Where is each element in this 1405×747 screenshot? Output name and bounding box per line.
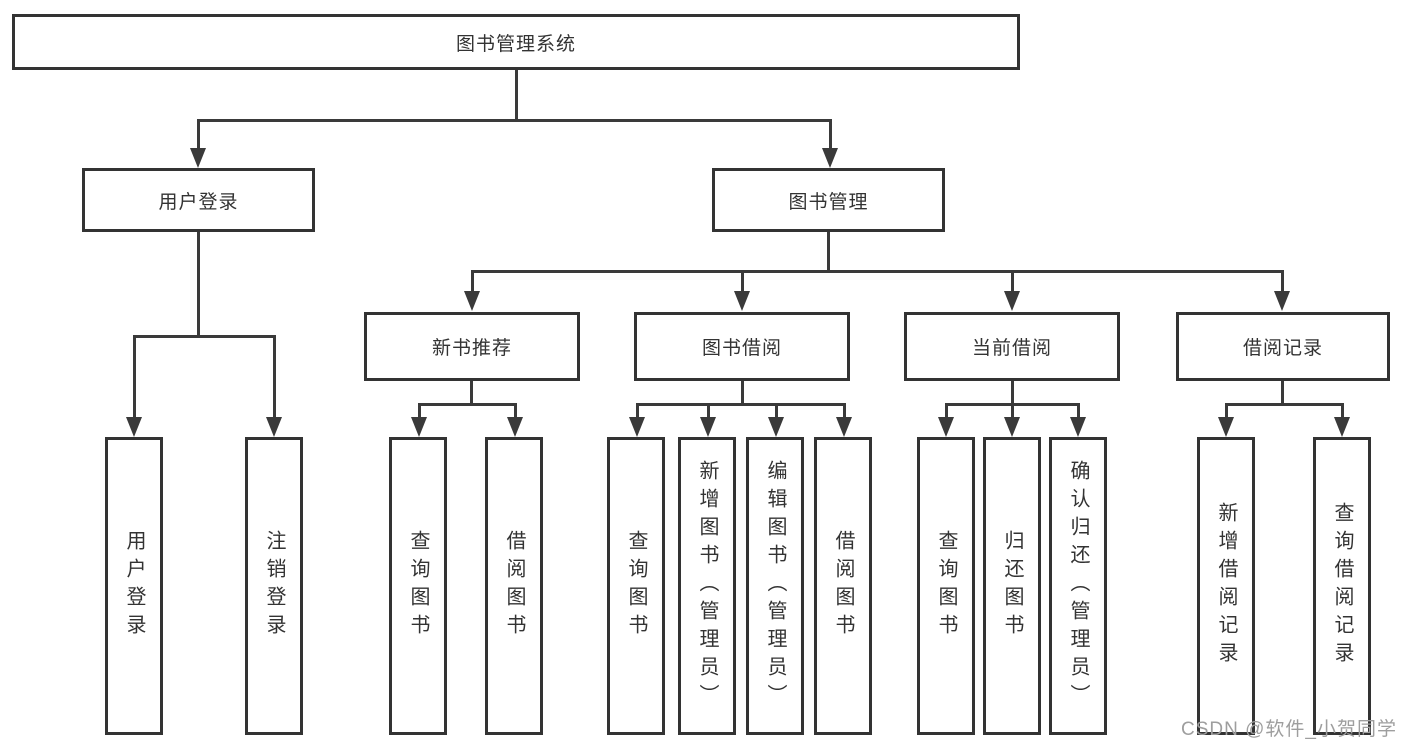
arrow-down-icon xyxy=(1004,417,1020,437)
csdn-watermark: CSDN @软件_小贺同学 xyxy=(1181,719,1397,740)
node-new-book-recommendation-label: 新书推荐 xyxy=(431,338,512,359)
connector-line xyxy=(945,403,948,420)
leaf-search-borrow-record: 查询借阅记录 xyxy=(1313,437,1371,735)
connector-line xyxy=(775,403,778,420)
node-new-book-recommendation: 新书推荐 xyxy=(364,312,580,381)
arrow-down-icon xyxy=(1274,291,1290,311)
arrow-down-icon xyxy=(1218,417,1234,437)
leaf-logout-label: 注销登录 xyxy=(263,530,285,642)
connector-line xyxy=(1281,270,1284,294)
node-root: 图书管理系统 xyxy=(12,14,1020,70)
node-book-management-label: 图书管理 xyxy=(788,191,869,213)
leaf-edit-books-admin: 编辑图书（管理员） xyxy=(746,437,804,735)
arrow-down-icon xyxy=(734,291,750,311)
leaf-add-borrow-record-label: 新增借阅记录 xyxy=(1215,502,1237,670)
arrow-down-icon xyxy=(1070,417,1086,437)
leaf-borrow-books-recommend-label: 借阅图书 xyxy=(503,530,525,642)
connector-line xyxy=(843,403,846,420)
connector-line xyxy=(636,403,639,420)
connector-line xyxy=(514,403,517,420)
connector-line xyxy=(197,119,832,122)
leaf-borrow-books-recommend: 借阅图书 xyxy=(485,437,543,735)
connector-line xyxy=(197,119,200,151)
arrow-down-icon xyxy=(836,417,852,437)
connector-line xyxy=(273,335,276,420)
arrow-down-icon xyxy=(507,417,523,437)
node-user-login: 用户登录 xyxy=(82,168,315,232)
connector-line xyxy=(471,270,474,294)
connector-line xyxy=(741,270,744,294)
connector-line xyxy=(1225,403,1344,406)
node-root-label: 图书管理系统 xyxy=(455,33,576,55)
connector-line xyxy=(133,335,136,420)
leaf-user-login: 用户登录 xyxy=(105,437,163,735)
arrow-down-icon xyxy=(700,417,716,437)
leaf-confirm-return-admin: 确认归还（管理员） xyxy=(1049,437,1107,735)
leaf-user-login-label: 用户登录 xyxy=(123,530,145,642)
leaf-search-books-current: 查询图书 xyxy=(917,437,975,735)
leaf-search-books-recommend-label: 查询图书 xyxy=(407,530,429,642)
arrow-down-icon xyxy=(411,417,427,437)
arrow-down-icon xyxy=(1334,417,1350,437)
connector-line xyxy=(827,232,830,273)
node-current-borrowing: 当前借阅 xyxy=(904,312,1120,381)
connector-line xyxy=(829,119,832,151)
connector-line xyxy=(471,270,1284,273)
arrow-down-icon xyxy=(822,148,838,168)
arrow-down-icon xyxy=(768,417,784,437)
node-current-borrowing-label: 当前借阅 xyxy=(971,338,1052,359)
connector-line xyxy=(1077,403,1080,420)
connector-line xyxy=(515,70,518,120)
leaf-borrow-books-borrowing: 借阅图书 xyxy=(814,437,872,735)
connector-line xyxy=(418,403,517,406)
connector-line xyxy=(133,335,276,338)
leaf-add-books-admin: 新增图书（管理员） xyxy=(678,437,736,735)
arrow-down-icon xyxy=(629,417,645,437)
connector-line xyxy=(707,403,710,420)
leaf-search-books-borrowing-label: 查询图书 xyxy=(625,530,647,642)
arrow-down-icon xyxy=(190,148,206,168)
node-borrowing-records-label: 借阅记录 xyxy=(1242,338,1323,359)
leaf-confirm-return-admin-label: 确认归还（管理员） xyxy=(1067,460,1089,712)
node-book-borrowing: 图书借阅 xyxy=(634,312,850,381)
leaf-edit-books-admin-label: 编辑图书（管理员） xyxy=(764,460,786,712)
leaf-search-books-recommend: 查询图书 xyxy=(389,437,447,735)
arrow-down-icon xyxy=(464,291,480,311)
leaf-return-books: 归还图书 xyxy=(983,437,1041,735)
leaf-add-borrow-record: 新增借阅记录 xyxy=(1197,437,1255,735)
leaf-borrow-books-borrowing-label: 借阅图书 xyxy=(832,530,854,642)
leaf-return-books-label: 归还图书 xyxy=(1001,530,1023,642)
connector-line xyxy=(1011,381,1014,404)
connector-line xyxy=(418,403,421,420)
leaf-search-books-borrowing: 查询图书 xyxy=(607,437,665,735)
arrow-down-icon xyxy=(266,417,282,437)
node-book-borrowing-label: 图书借阅 xyxy=(701,338,782,359)
connector-line xyxy=(470,381,473,404)
node-book-management: 图书管理 xyxy=(712,168,945,232)
leaf-search-books-current-label: 查询图书 xyxy=(935,530,957,642)
leaf-add-books-admin-label: 新增图书（管理员） xyxy=(696,460,718,712)
connector-line xyxy=(1011,270,1014,294)
connector-line xyxy=(1011,403,1014,420)
connector-line xyxy=(197,232,200,336)
connector-line xyxy=(1225,403,1228,420)
node-borrowing-records: 借阅记录 xyxy=(1176,312,1390,381)
arrow-down-icon xyxy=(938,417,954,437)
node-user-login-label: 用户登录 xyxy=(158,191,239,213)
connector-line xyxy=(741,381,744,404)
arrow-down-icon xyxy=(1004,291,1020,311)
connector-line xyxy=(636,403,846,406)
arrow-down-icon xyxy=(126,417,142,437)
connector-line xyxy=(1341,403,1344,420)
leaf-logout: 注销登录 xyxy=(245,437,303,735)
leaf-search-borrow-record-label: 查询借阅记录 xyxy=(1331,502,1353,670)
connector-line xyxy=(1281,381,1284,404)
